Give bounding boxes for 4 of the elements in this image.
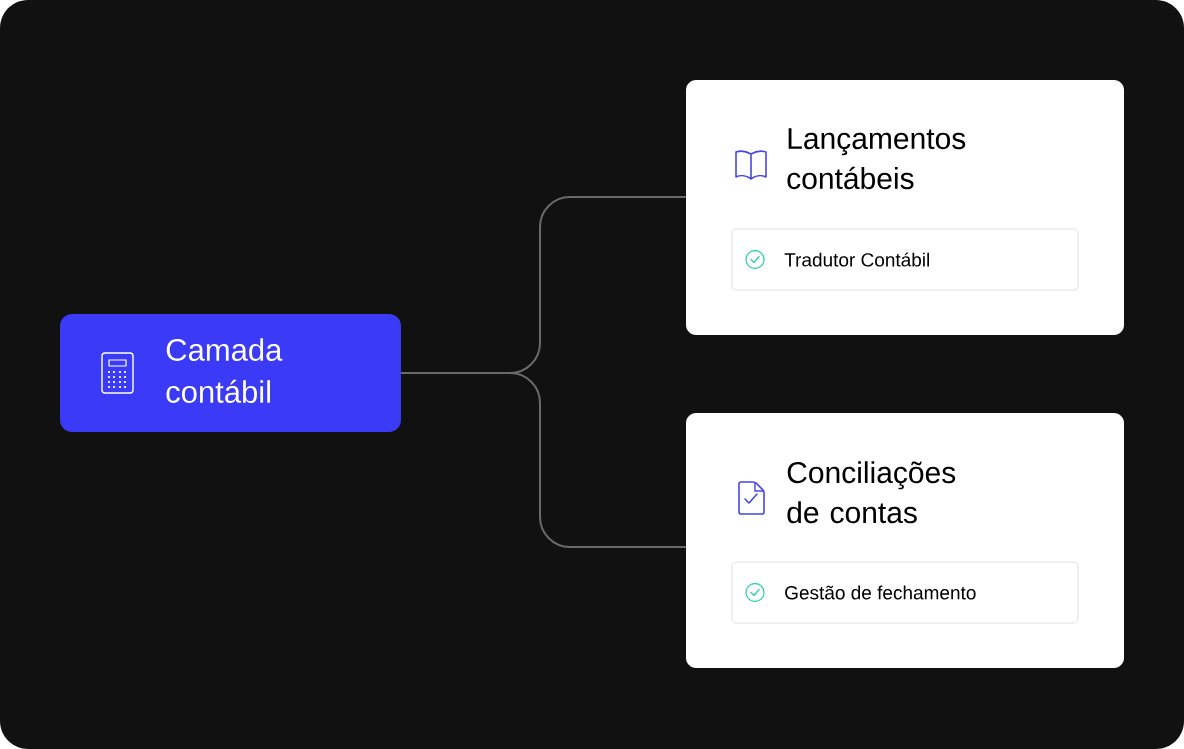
process-box: Camada contábil [60,314,401,432]
feature-item: Tradutor Contábil [731,228,1079,291]
feature-item: Gestão de fechamento [731,561,1079,624]
connector-line [400,372,687,548]
